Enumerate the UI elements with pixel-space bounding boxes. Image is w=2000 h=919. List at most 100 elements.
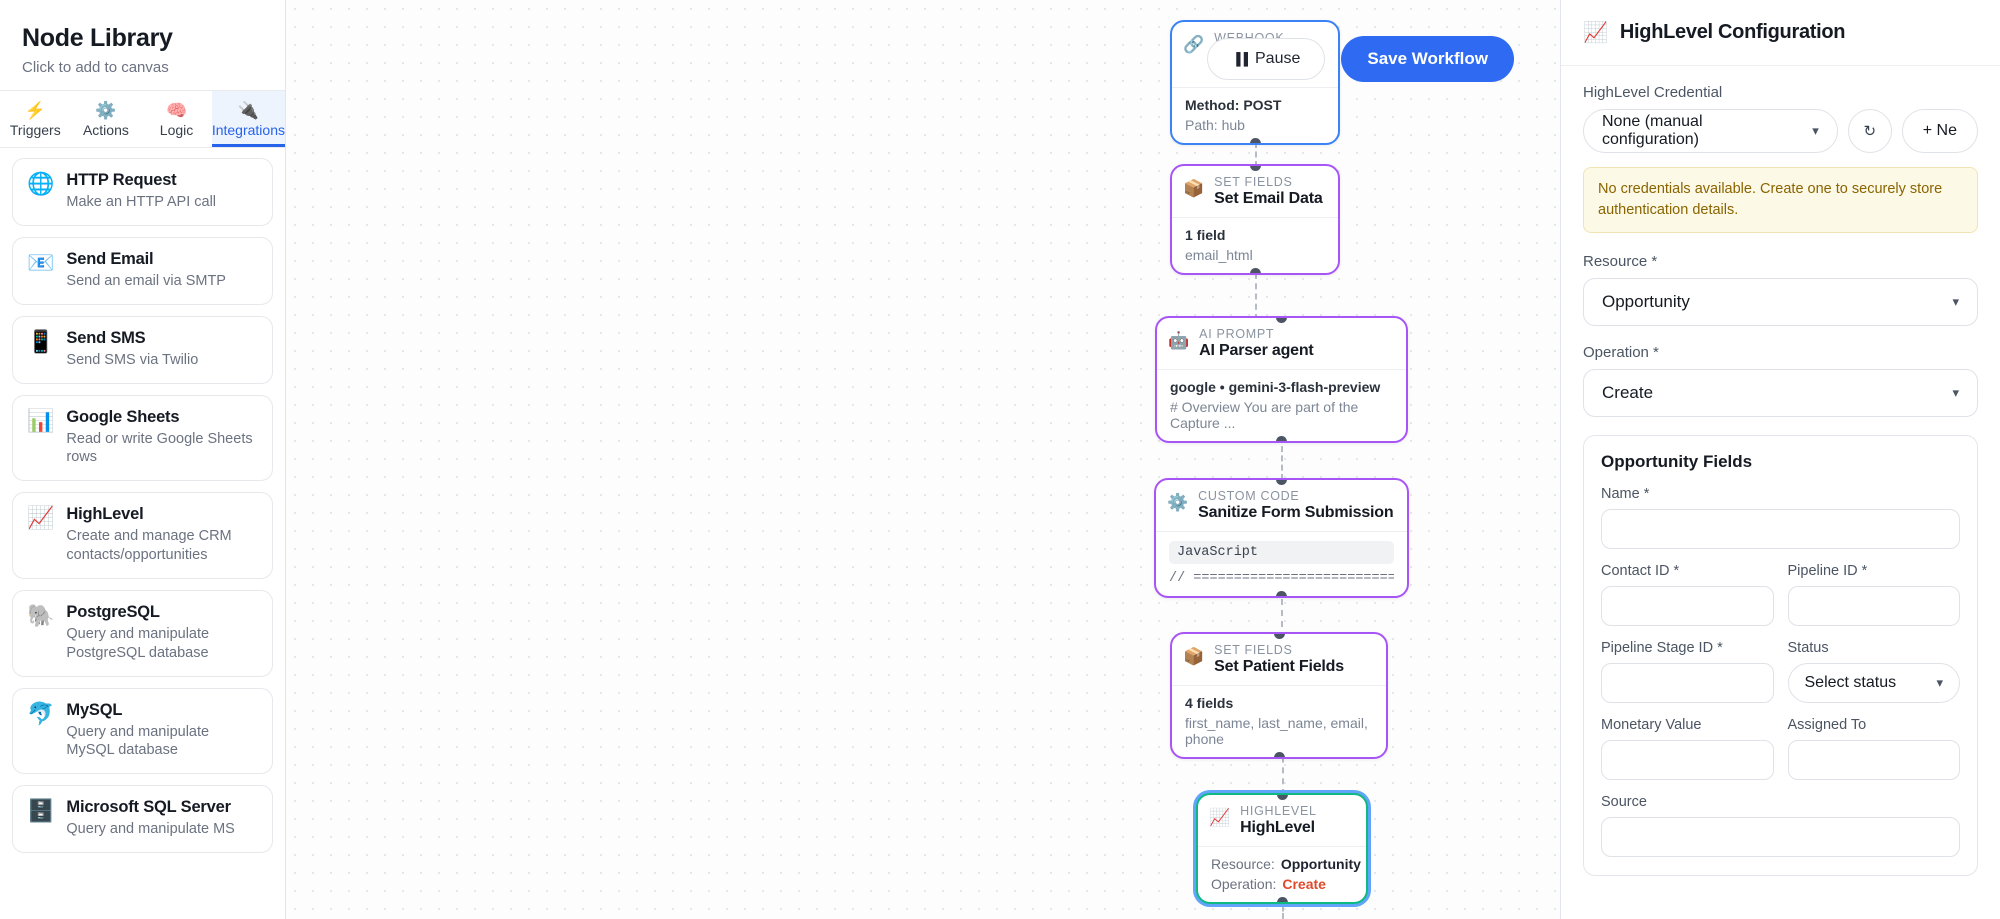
node-output-port[interactable] [1276, 436, 1287, 441]
edge-4 [1281, 588, 1283, 638]
status-field: Status Select status ▾ [1787, 640, 1960, 704]
node-input-port[interactable] [1276, 480, 1287, 485]
node-detail-line-1: google • gemini-3-flash-preview [1170, 379, 1381, 395]
tab-triggers-label: Triggers [9, 122, 61, 138]
refresh-icon: ↻ [1863, 123, 1877, 140]
tab-integrations[interactable]: 🔌 Integrations [211, 91, 285, 147]
node-kind: AI PROMPT [1199, 327, 1275, 341]
save-workflow-button[interactable]: Save Workflow [1341, 36, 1514, 82]
list-item[interactable]: 🐬 MySQL Query and manipulate MySQL datab… [12, 687, 273, 775]
node-kind: SET FIELDS [1214, 643, 1293, 657]
list-item-body: Microsoft SQL Server Query and manipulat… [66, 798, 260, 839]
refresh-credentials-button[interactable]: ↻ [1847, 109, 1892, 153]
tab-actions[interactable]: ⚙️ Actions [71, 91, 142, 147]
list-item-title: MySQL [66, 700, 123, 719]
contact-pipeline-row: Contact ID * Pipeline ID * [1601, 563, 1960, 627]
node-kind: SET FIELDS [1214, 175, 1293, 189]
pipeline-stage-id-input[interactable] [1601, 663, 1774, 704]
list-item[interactable]: 📱 Send SMS Send SMS via Twilio [12, 315, 273, 384]
node-kind: HIGHLEVEL [1240, 804, 1317, 818]
list-item-title: HTTP Request [66, 171, 177, 189]
new-credential-button[interactable]: + Ne [1901, 109, 1978, 153]
edge-2 [1255, 273, 1257, 320]
source-label: Source [1601, 794, 1647, 811]
node-output-port[interactable] [1249, 138, 1261, 143]
list-item-body: Google Sheets Read or write Google Sheet… [66, 408, 260, 468]
chart-increasing-icon: 📈 [27, 505, 55, 531]
node-header-text: AI PROMPT AI Parser agent [1199, 327, 1314, 360]
node-input-port[interactable] [1276, 318, 1287, 323]
assigned-to-input[interactable] [1787, 740, 1960, 781]
code-preview-line: // ============================... [1169, 571, 1394, 586]
chart-increasing-icon: 📈 [1583, 22, 1608, 44]
pause-button[interactable]: ▐▐ Pause [1206, 38, 1326, 80]
node-title: Set Email Data [1214, 190, 1323, 207]
resource-field: Resource * Opportunity ▾ [1583, 253, 1978, 327]
credential-label: HighLevel Credential [1583, 84, 1723, 101]
node-output-port[interactable] [1273, 752, 1285, 757]
mobile-phone-icon: 📱 [27, 328, 55, 354]
node-body: JavaScript // ==========================… [1156, 531, 1407, 596]
workflow-node-ai-parser-agent[interactable]: 🤖 AI PROMPT AI Parser agent google • gem… [1155, 316, 1408, 443]
list-item-title: Google Sheets [66, 407, 180, 426]
node-input-port[interactable] [1276, 795, 1288, 800]
list-item[interactable]: 📊 Google Sheets Read or write Google She… [12, 394, 273, 482]
status-select[interactable]: Select status ▾ [1787, 663, 1960, 704]
node-resource-row: Resource:Opportunity [1211, 856, 1361, 872]
monetary-assigned-row: Monetary Value Assigned To [1601, 717, 1960, 781]
node-detail-line-1: 1 field [1185, 227, 1226, 243]
list-item-desc: Send SMS via Twilio [66, 351, 199, 368]
panel-body: HighLevel Credential None (manual config… [1561, 66, 2000, 919]
tab-triggers[interactable]: ⚡ Triggers [0, 91, 71, 147]
node-input-port[interactable] [1273, 634, 1285, 639]
contact-id-input[interactable] [1601, 586, 1774, 627]
node-library-sidebar: Node Library Click to add to canvas ⚡ Tr… [0, 0, 286, 919]
workflow-node-sanitize-form-submission[interactable]: ⚙️ CUSTOM CODE Sanitize Form Submission … [1154, 478, 1409, 598]
node-output-port[interactable] [1276, 897, 1288, 902]
globe-icon: 🌐 [27, 171, 55, 196]
node-output-port[interactable] [1276, 591, 1287, 596]
workflow-node-set-email-data[interactable]: 📦 SET FIELDS Set Email Data 1 field emai… [1170, 164, 1340, 275]
list-item-title: Microsoft SQL Server [66, 798, 231, 817]
tab-logic[interactable]: 🧠 Logic [141, 91, 212, 147]
integration-node-list: 🌐 HTTP Request Make an HTTP API call 📧 S… [0, 148, 285, 919]
node-body: Resource:Opportunity Operation:Create [1198, 846, 1366, 902]
sidebar-subtitle: Click to add to canvas [22, 59, 169, 76]
list-item-desc: Query and manipulate MS [66, 821, 235, 838]
stage-status-row: Pipeline Stage ID * Status Select status… [1601, 640, 1960, 704]
pipeline-id-input[interactable] [1787, 586, 1960, 627]
monetary-value-input[interactable] [1601, 740, 1774, 781]
list-item[interactable]: 📧 Send Email Send an email via SMTP [12, 236, 273, 305]
list-item[interactable]: 🗄️ Microsoft SQL Server Query and manipu… [12, 785, 273, 854]
node-input-port[interactable] [1249, 166, 1261, 171]
node-detail-line-2: email_html [1185, 247, 1253, 263]
list-item[interactable]: 📈 HighLevel Create and manage CRM contac… [12, 492, 273, 579]
workflow-node-highlevel[interactable]: 📈 HIGHLEVEL HighLevel Resource:Opportuni… [1196, 793, 1368, 904]
source-input[interactable] [1601, 817, 1960, 858]
node-title: AI Parser agent [1199, 342, 1314, 359]
name-input[interactable] [1601, 509, 1960, 550]
node-output-port[interactable] [1249, 268, 1261, 273]
list-item[interactable]: 🌐 HTTP Request Make an HTTP API call [12, 158, 273, 226]
resource-select[interactable]: Opportunity ▾ [1583, 278, 1978, 327]
bar-chart-icon: 📊 [27, 407, 55, 433]
list-item-body: PostgreSQL Query and manipulate PostgreS… [66, 603, 260, 663]
node-body: Method: POST Path: hub [1172, 87, 1338, 143]
package-icon: 📦 [1183, 647, 1205, 666]
package-icon: 📦 [1183, 179, 1205, 198]
node-kind: CUSTOM CODE [1198, 489, 1300, 503]
resource-label: Resource * [1583, 253, 1658, 271]
panel-header: 📈 HighLevel Configuration [1561, 0, 2000, 66]
pipeline-id-field: Pipeline ID * [1787, 563, 1960, 627]
tab-integrations-label: Integrations [211, 122, 285, 138]
workflow-node-set-patient-fields[interactable]: 📦 SET FIELDS Set Patient Fields 4 fields… [1170, 632, 1388, 759]
dolphin-icon: 🐬 [27, 700, 55, 726]
node-detail-line-2: # Overview You are part of the Capture .… [1170, 399, 1359, 431]
list-item[interactable]: 🐘 PostgreSQL Query and manipulate Postgr… [12, 589, 273, 677]
library-tabs: ⚡ Triggers ⚙️ Actions 🧠 Logic 🔌 Integrat… [0, 90, 285, 148]
operation-select[interactable]: Create ▾ [1583, 369, 1978, 418]
code-language-chip: JavaScript [1169, 541, 1394, 564]
credential-select[interactable]: None (manual configuration) ▾ [1583, 109, 1838, 153]
list-item-title: Send SMS [66, 328, 146, 347]
workflow-canvas[interactable]: ▐▐ Pause Save Workflow 🔗 WEBHOOK TRIGGER… [286, 0, 1560, 919]
